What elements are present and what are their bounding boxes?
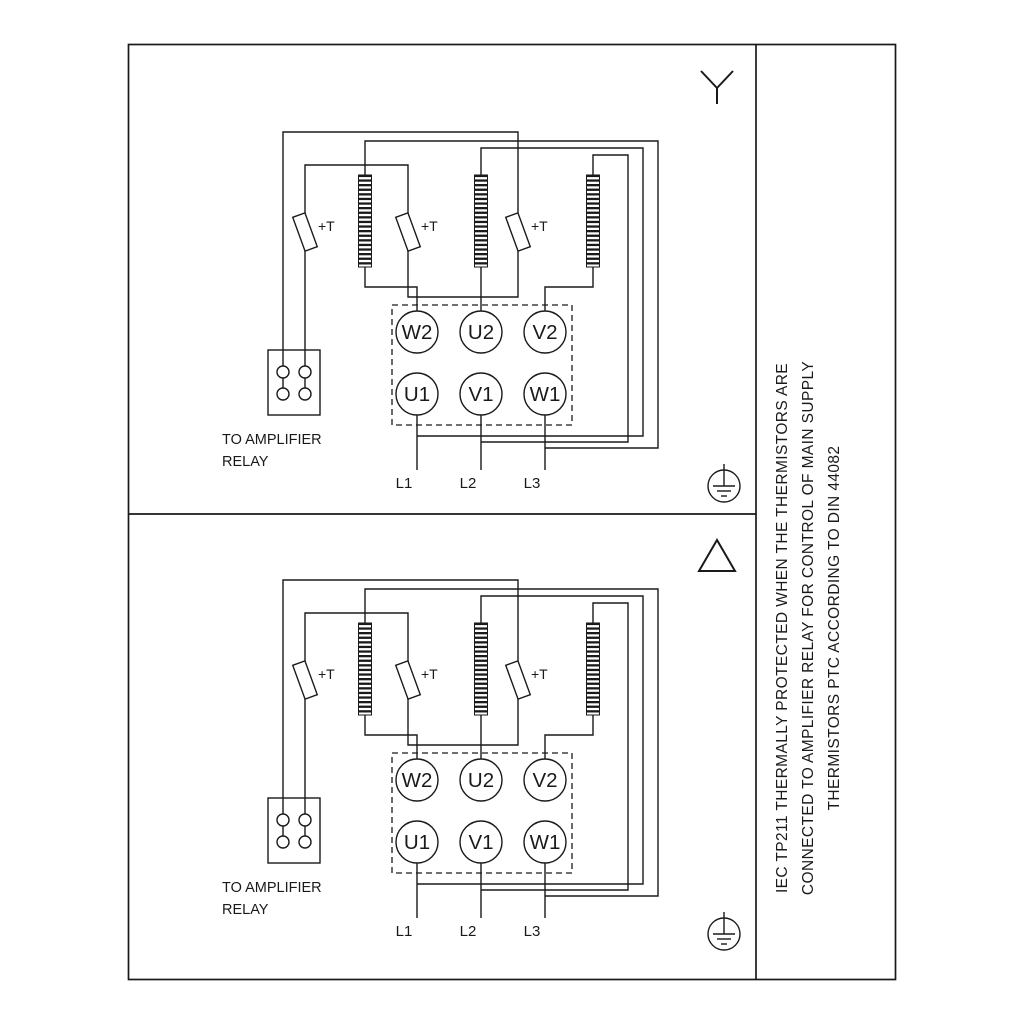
terminal-label-v1: V1 [468, 831, 493, 854]
terminal-w1 [523, 820, 567, 864]
terminal-label-u2: U2 [468, 321, 494, 344]
terminal-label-w2: W2 [402, 321, 433, 344]
terminal-label-u2: U2 [468, 769, 494, 792]
supply-label-l3: L3 [524, 923, 541, 940]
outer-frame [127, 43, 897, 981]
winding-bar [474, 174, 488, 268]
thermistor: +T [504, 211, 548, 253]
terminal-w2 [395, 310, 439, 354]
thermistor-label: +T [531, 218, 548, 234]
star-symbol [700, 70, 734, 104]
thermistor-label: +T [421, 218, 438, 234]
wiring [282, 131, 659, 470]
wiring [282, 579, 659, 918]
sidebar-note-line-2: CONNECTED TO AMPLIFIER RELAY FOR CONTROL… [800, 361, 817, 895]
terminal-label-v2: V2 [532, 769, 557, 792]
winding-bar [358, 622, 372, 716]
thermistor: +T [394, 659, 438, 701]
supply-label-l1: L1 [396, 923, 413, 940]
thermistor-label: +T [318, 666, 335, 682]
relay-caption-line1: TO AMPLIFIER [222, 880, 322, 896]
terminal-v2 [523, 758, 567, 802]
terminal-w2 [395, 758, 439, 802]
terminal-u2 [459, 758, 503, 802]
supply-label-l3: L3 [524, 475, 541, 492]
terminal-w1 [523, 372, 567, 416]
thermistor: +T [394, 211, 438, 253]
relay-caption-line1: TO AMPLIFIER [222, 432, 322, 448]
thermistor: +T [291, 211, 335, 253]
terminal-v1 [459, 372, 503, 416]
terminal-u1 [395, 820, 439, 864]
delta-section: +T +T +T TO AMPLIFIER RELAY [222, 538, 741, 951]
sidebar-note: IEC TP211 THERMALLY PROTECTED WHEN THE T… [774, 361, 843, 895]
terminal-v2 [523, 310, 567, 354]
star-section: +T +T +T TO AMPLIFIER RELAY [222, 70, 741, 503]
winding-bar [586, 622, 600, 716]
supply-label-l2: L2 [460, 923, 477, 940]
winding-bar [358, 174, 372, 268]
terminal-box [391, 304, 573, 426]
terminal-label-w1: W1 [530, 383, 561, 406]
amplifier-relay-connector [267, 797, 321, 864]
thermistor: +T [504, 659, 548, 701]
sidebar-note-line-1: IEC TP211 THERMALLY PROTECTED WHEN THE T… [774, 363, 791, 893]
terminal-u2 [459, 310, 503, 354]
amplifier-relay-connector [267, 349, 321, 416]
winding-bar [586, 174, 600, 268]
terminal-label-u1: U1 [404, 831, 430, 854]
thermistor-label: +T [531, 666, 548, 682]
terminal-box [391, 752, 573, 874]
earth-ground-icon [707, 464, 741, 503]
delta-symbol [697, 538, 737, 572]
sidebar-note-line-3: THERMISTORS PTC ACCORDING TO DIN 44082 [826, 446, 843, 811]
earth-ground-icon [707, 912, 741, 951]
terminal-label-u1: U1 [404, 383, 430, 406]
thermistor: +T [291, 659, 335, 701]
thermistor-label: +T [318, 218, 335, 234]
terminal-label-v1: V1 [468, 383, 493, 406]
terminal-u1 [395, 372, 439, 416]
terminal-label-w1: W1 [530, 831, 561, 854]
terminal-label-w2: W2 [402, 769, 433, 792]
supply-label-l1: L1 [396, 475, 413, 492]
relay-caption-line2: RELAY [222, 454, 269, 470]
supply-label-l2: L2 [460, 475, 477, 492]
terminal-v1 [459, 820, 503, 864]
winding-bar [474, 622, 488, 716]
terminal-label-v2: V2 [532, 321, 557, 344]
thermistor-label: +T [421, 666, 438, 682]
relay-caption-line2: RELAY [222, 902, 269, 918]
